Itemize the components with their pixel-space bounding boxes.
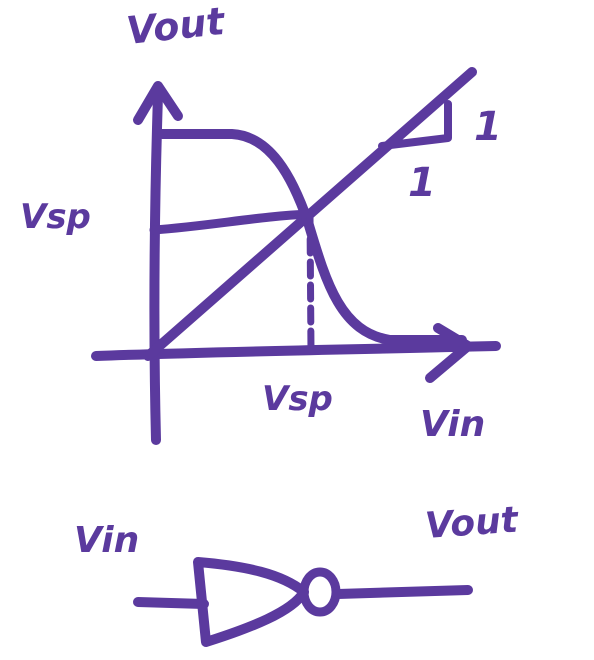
- x-axis-label: Vin: [420, 404, 485, 445]
- gate-body: [193, 557, 309, 647]
- y-axis-arrowhead: [133, 81, 183, 125]
- y-axis-label: Vout: [124, 0, 228, 53]
- output-wire: [333, 585, 473, 599]
- slope-triangle: [378, 100, 452, 150]
- gate-output-label: Vout: [424, 499, 521, 546]
- vsp-vertical-guide: [306, 212, 315, 356]
- input-wire: [133, 597, 209, 609]
- plot-labels: Vout Vsp Vsp Vin 1 1: [20, 0, 502, 445]
- x-axis: [91, 341, 501, 361]
- transfer-curve-plot: [91, 67, 501, 445]
- vsp-y-label: Vsp: [20, 197, 91, 237]
- inverter-gate-icon: [193, 557, 341, 647]
- slope-run-label: 1: [408, 160, 436, 206]
- x-axis-arrowhead: [425, 323, 473, 383]
- vsp-x-label: Vsp: [262, 379, 333, 419]
- vsp-horizontal-guide: [149, 209, 315, 235]
- gate-input-label: Vin: [74, 520, 139, 561]
- slope-rise-label: 1: [474, 104, 502, 150]
- y-axis: [149, 90, 163, 445]
- inverter-diagram: Vin Vout: [74, 499, 521, 647]
